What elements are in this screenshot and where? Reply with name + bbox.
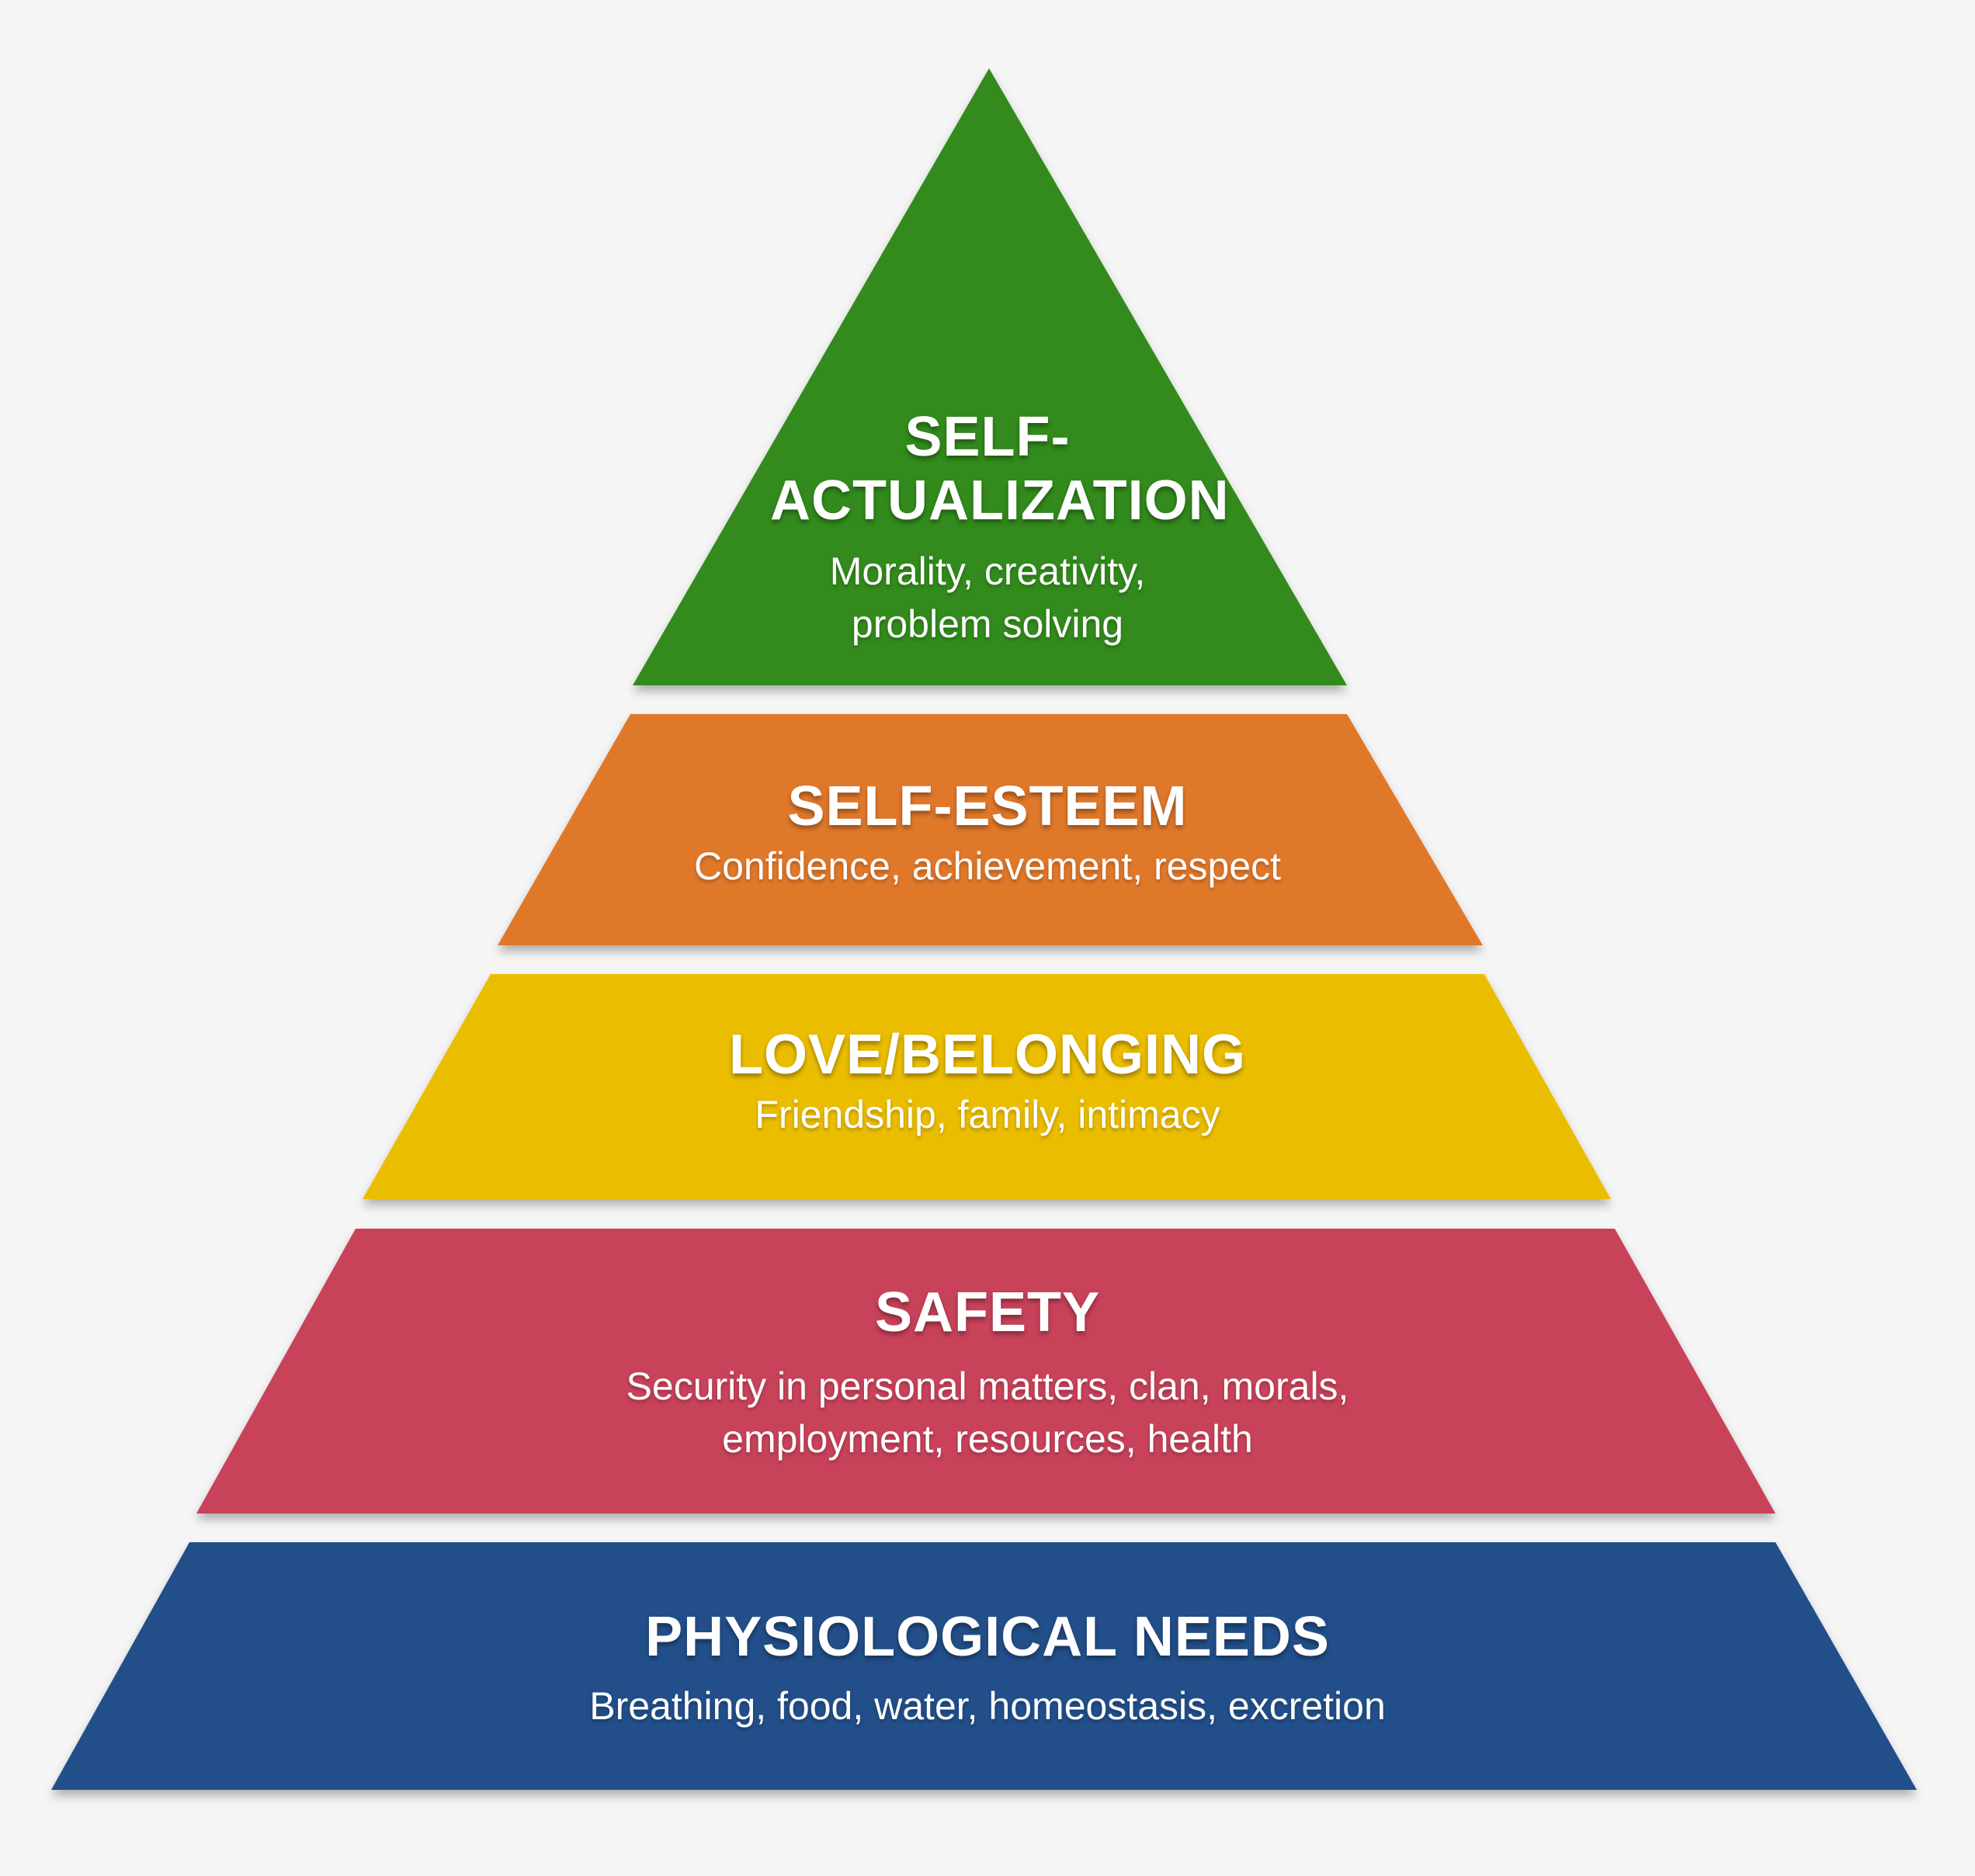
- tier-safety-title: SAFETY: [874, 1281, 1101, 1344]
- tier-self-actualization-description: Morality, creativity, problem solving: [829, 550, 1146, 646]
- tier-love-belonging-title: LOVE/BELONGING: [728, 1024, 1247, 1086]
- tier-love-belonging-description: Friendship, family, intimacy: [755, 1093, 1220, 1136]
- tier-safety: SAFETY Security in personal matters, cla…: [0, 1281, 1975, 1465]
- tier-self-actualization-shape: [633, 68, 1347, 685]
- tier-physiological-needs-title: PHYSIOLOGICAL NEEDS: [645, 1606, 1330, 1668]
- tier-love-belonging-shape: [363, 974, 1611, 1199]
- tier-physiological-needs-shape: [51, 1542, 1917, 1790]
- tier-self-esteem: SELF-ESTEEM Confidence, achievement, res…: [0, 775, 1975, 893]
- tier-self-actualization: SELF-ACTUALIZATION Morality, creativity,…: [0, 405, 1975, 650]
- tier-safety-description: Security in personal matters, clan, mora…: [626, 1365, 1349, 1461]
- tier-self-esteem-title: SELF-ESTEEM: [787, 775, 1188, 837]
- tier-physiological-needs: PHYSIOLOGICAL NEEDS Breathing, food, wat…: [0, 1605, 1975, 1732]
- tier-safety-shape: [196, 1229, 1775, 1514]
- tier-self-actualization-title: SELF-ACTUALIZATION: [770, 406, 1230, 532]
- tier-physiological-needs-description: Breathing, food, water, homeostasis, exc…: [589, 1684, 1386, 1728]
- tier-self-esteem-description: Confidence, achievement, respect: [694, 844, 1281, 888]
- tier-self-esteem-shape: [498, 714, 1483, 945]
- tier-love-belonging: LOVE/BELONGING Friendship, family, intim…: [0, 1023, 1975, 1141]
